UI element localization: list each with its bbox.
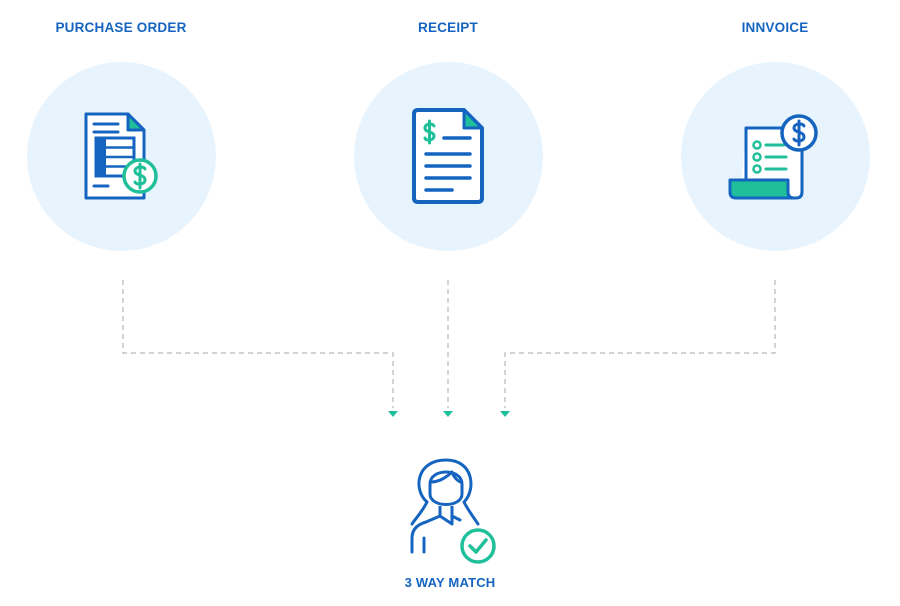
- arrowhead-receipt: [443, 411, 453, 417]
- connector-invoice: [504, 280, 776, 408]
- purchase-order-icon: [84, 112, 158, 200]
- connector-purchase-order: [122, 280, 394, 408]
- user-check-icon: [410, 458, 496, 564]
- arrowhead-invoice: [500, 411, 510, 417]
- invoice-title: INNVOICE: [741, 20, 809, 35]
- invoice-icon: [728, 114, 818, 200]
- receipt-title: RECEIPT: [418, 20, 478, 35]
- three-way-match-label: 3 WAY MATCH: [404, 575, 496, 590]
- arrowhead-purchase-order: [388, 411, 398, 417]
- purchase-order-title: PURCHASE ORDER: [55, 20, 187, 35]
- receipt-icon: [412, 108, 484, 204]
